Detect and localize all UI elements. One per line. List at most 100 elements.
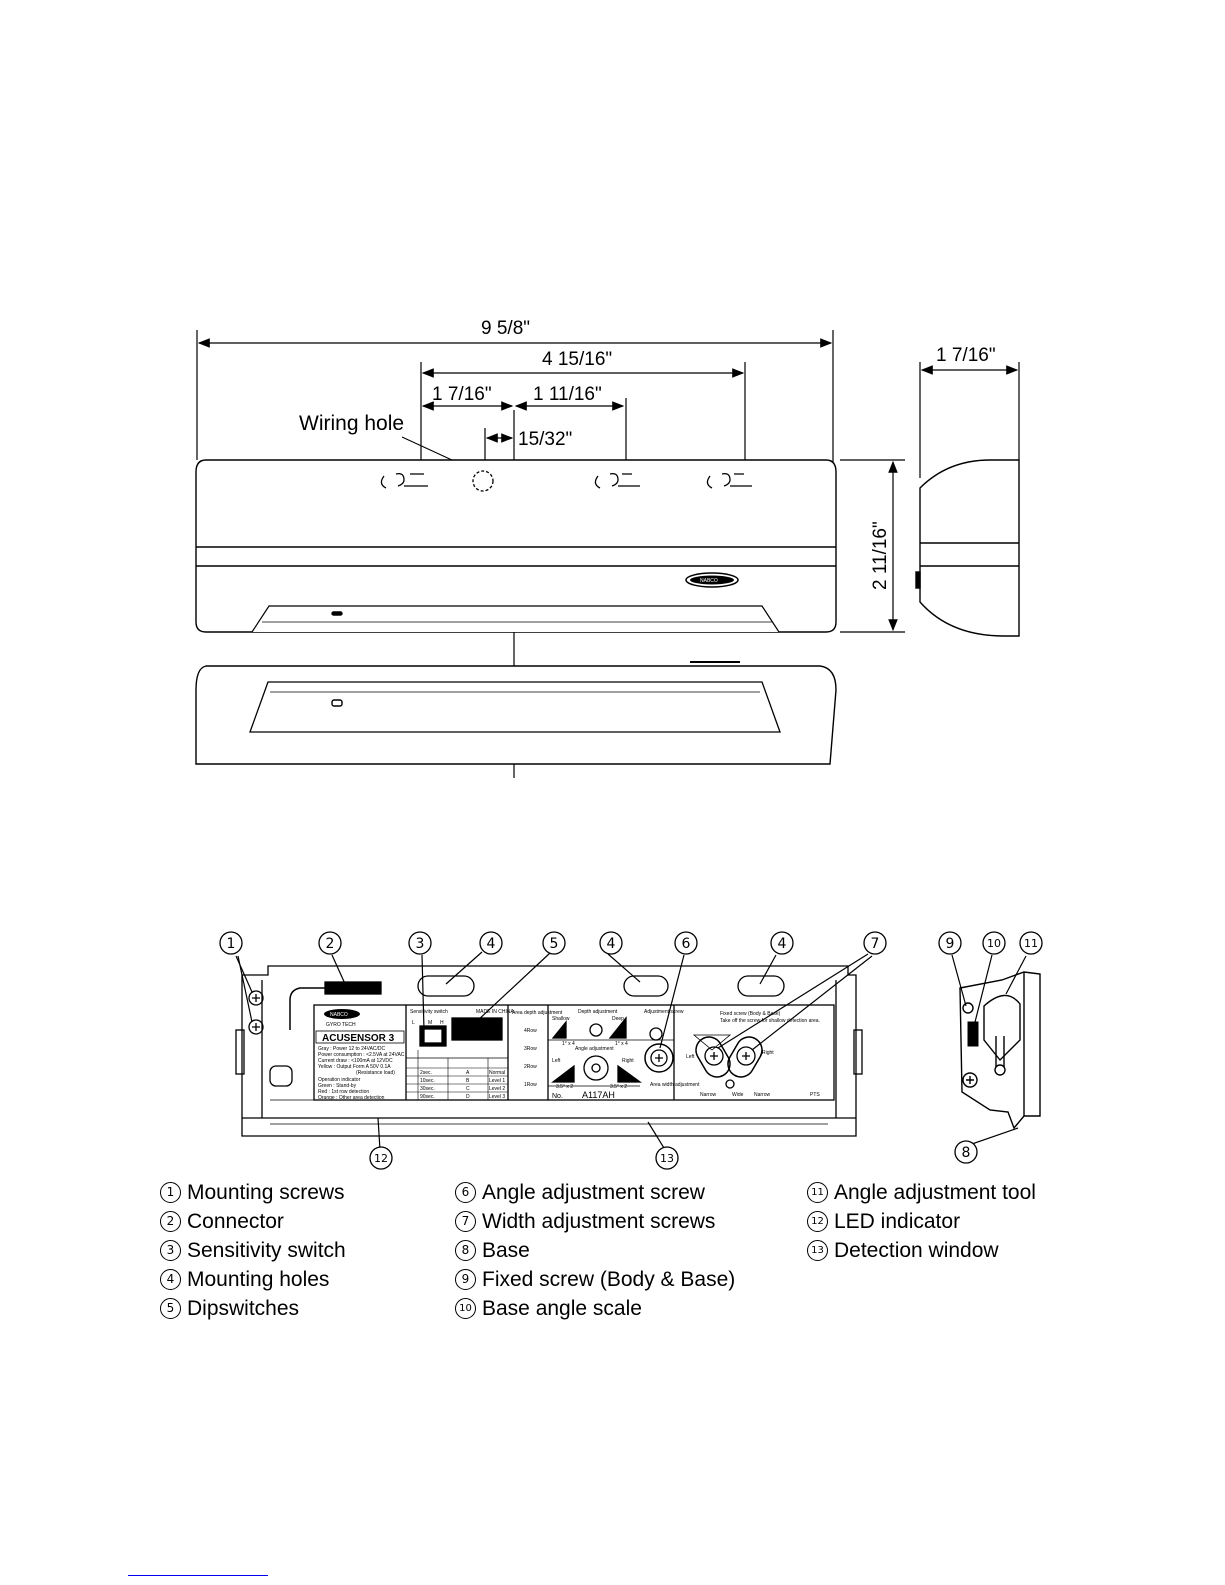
svg-text:Level 3: Level 3 — [489, 1094, 505, 1100]
legend-number: 4 — [160, 1268, 181, 1290]
legend-number: 7 — [455, 1210, 476, 1232]
svg-text:Orange : Other area detection: Orange : Other area detection — [318, 1095, 385, 1101]
svg-text:Fixed screw (Body & Base): Fixed screw (Body & Base) — [720, 1011, 781, 1017]
legend-number: 13 — [807, 1239, 828, 1261]
svg-text:1Row: 1Row — [524, 1082, 537, 1088]
svg-text:10: 10 — [987, 937, 1001, 950]
svg-text:2Row: 2Row — [524, 1064, 537, 1070]
legend-text: Angle adjustment tool — [834, 1180, 1036, 1204]
callout-numbers: 1 2 3 4 5 4 6 4 7 9 10 11 12 13 8 — [227, 936, 1038, 1165]
legend-number: 2 — [160, 1210, 181, 1232]
svg-text:6: 6 — [682, 936, 691, 952]
svg-text:Wide: Wide — [732, 1092, 744, 1098]
legend-item: 11 Angle adjustment tool — [807, 1177, 1036, 1206]
legend-text: Fixed screw (Body & Base) — [482, 1267, 736, 1291]
legend-number: 8 — [455, 1239, 476, 1261]
brand-logo: NABCO — [685, 572, 739, 588]
svg-text:Level 2: Level 2 — [489, 1086, 505, 1092]
svg-text:1° x 4: 1° x 4 — [562, 1041, 575, 1047]
svg-text:30sec.: 30sec. — [420, 1086, 435, 1092]
legend-text: Base — [482, 1238, 530, 1262]
svg-text:Current draw : <100mA at 12VDC: Current draw : <100mA at 12VDC — [318, 1058, 393, 1064]
svg-text:13: 13 — [660, 1152, 674, 1165]
legend-text: Width adjustment screws — [482, 1209, 716, 1233]
legend-number: 6 — [455, 1181, 476, 1203]
legend-number: 10 — [455, 1297, 476, 1319]
legend-item: 13 Detection window — [807, 1235, 1036, 1264]
dim-overall-width: 9 5/8" — [481, 318, 530, 339]
dim-depth: 1 7/16" — [936, 345, 996, 366]
svg-text:Green : Stand-by: Green : Stand-by — [318, 1083, 357, 1089]
svg-text:Left: Left — [686, 1054, 695, 1060]
mounting-hole-shapes — [380, 470, 752, 492]
callout-leaders — [235, 951, 1027, 1151]
svg-text:No.: No. — [552, 1093, 563, 1100]
side-view — [915, 459, 1020, 637]
legend-number: 11 — [807, 1181, 828, 1203]
svg-text:C: C — [466, 1086, 470, 1092]
svg-text:3.5° x 2: 3.5° x 2 — [610, 1084, 627, 1090]
legend-number: 9 — [455, 1268, 476, 1290]
svg-text:H: H — [440, 1020, 444, 1026]
legend-text: Mounting screws — [187, 1180, 345, 1204]
svg-text:Adjustment screw: Adjustment screw — [644, 1009, 684, 1015]
svg-text:10sec.: 10sec. — [420, 1078, 435, 1084]
svg-text:7: 7 — [871, 936, 880, 952]
legend-item: 1 Mounting screws — [160, 1177, 346, 1206]
svg-text:ACUSENSOR 3: ACUSENSOR 3 — [322, 1033, 395, 1044]
svg-text:3Row: 3Row — [524, 1046, 537, 1052]
svg-text:5: 5 — [550, 936, 559, 952]
legend-text: Dipswitches — [187, 1296, 300, 1320]
svg-text:Red : 1st row detection: Red : 1st row detection — [318, 1089, 369, 1095]
dim-height: 2 11/16" — [870, 521, 891, 590]
legend-text: Base angle scale — [482, 1296, 642, 1320]
legend-number: 5 — [160, 1297, 181, 1319]
svg-text:Normal: Normal — [489, 1070, 505, 1076]
bottom-view — [195, 661, 837, 765]
svg-text:Operation indicator: Operation indicator — [318, 1077, 361, 1083]
svg-text:(Resistance load): (Resistance load) — [356, 1070, 395, 1076]
svg-text:GYRO TECH: GYRO TECH — [326, 1022, 356, 1028]
side-dimensions — [840, 362, 1020, 633]
svg-text:1: 1 — [227, 936, 236, 952]
svg-text:A: A — [466, 1070, 470, 1076]
svg-text:Right: Right — [622, 1058, 634, 1064]
svg-text:Right: Right — [762, 1050, 774, 1056]
svg-text:3.5° x 2: 3.5° x 2 — [556, 1084, 573, 1090]
svg-text:2: 2 — [326, 936, 335, 952]
svg-text:NABCO: NABCO — [700, 578, 718, 584]
legend-text: Mounting holes — [187, 1267, 330, 1291]
legend-number: 1 — [160, 1181, 181, 1203]
svg-text:Gray : Power 12 to 24VAC/DC: Gray : Power 12 to 24VAC/DC — [318, 1046, 386, 1052]
legend-item: 10 Base angle scale — [455, 1293, 735, 1322]
svg-text:Area depth adjustment: Area depth adjustment — [512, 1010, 563, 1016]
svg-text:Narrow: Narrow — [700, 1092, 717, 1098]
legend-text: LED indicator — [834, 1209, 961, 1233]
panel-text: NABCO GYRO TECH ACUSENSOR 3 Gray : Power… — [315, 1009, 820, 1101]
dim-left-offset: 1 7/16" — [432, 384, 492, 405]
cross-section — [959, 971, 1041, 1130]
svg-text:Narrow: Narrow — [754, 1092, 771, 1098]
svg-text:8: 8 — [962, 1145, 971, 1161]
svg-text:Left: Left — [552, 1058, 561, 1064]
legend-number: 12 — [807, 1210, 828, 1232]
svg-text:4: 4 — [487, 936, 496, 952]
svg-text:9: 9 — [946, 936, 955, 952]
legend-text: Detection window — [834, 1238, 999, 1262]
svg-text:Level 1: Level 1 — [489, 1078, 505, 1084]
svg-text:MADE IN CHINA: MADE IN CHINA — [476, 1009, 514, 1015]
footer-link-underline[interactable] — [128, 1575, 268, 1576]
svg-text:NABCO: NABCO — [330, 1012, 348, 1018]
svg-text:Take off the screw for shallow: Take off the screw for shallow detection… — [720, 1018, 820, 1024]
legend-item: 9 Fixed screw (Body & Base) — [455, 1264, 735, 1293]
svg-text:4Row: 4Row — [524, 1028, 537, 1034]
svg-text:Area width adjustment: Area width adjustment — [650, 1082, 700, 1088]
legend-item: 5 Dipswitches — [160, 1293, 346, 1322]
svg-text:90sec.: 90sec. — [420, 1094, 435, 1100]
dim-hole-span: 4 15/16" — [542, 349, 612, 370]
